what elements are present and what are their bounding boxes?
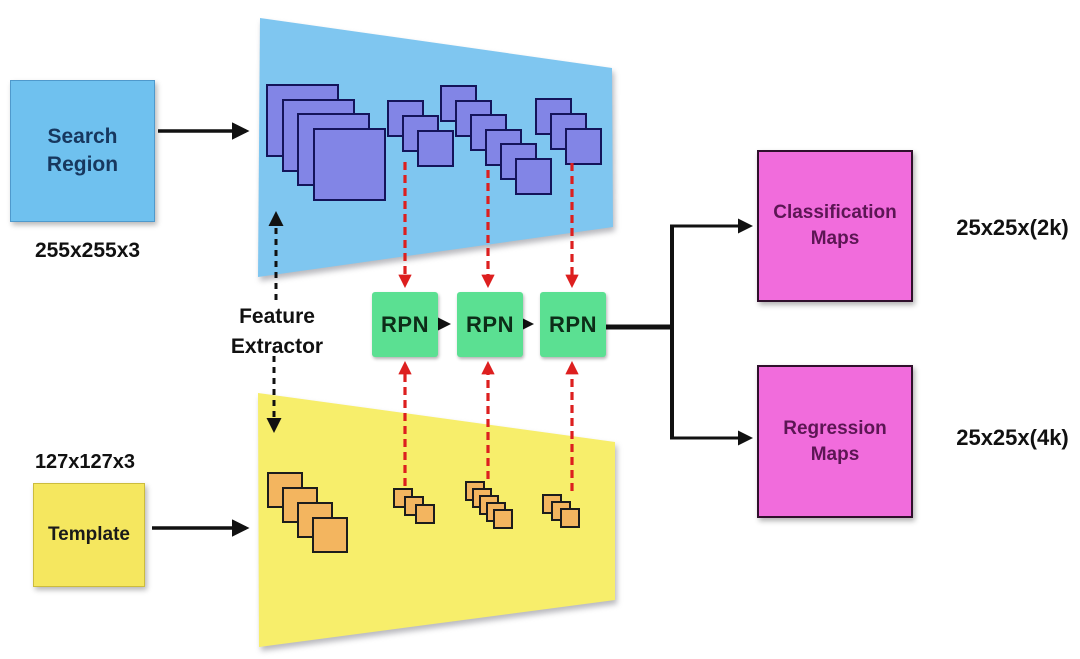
template-backbone-trapezoid (254, 389, 620, 651)
classification-maps-box: Classification Maps (757, 150, 913, 302)
classification-dims-label: 25x25x(2k) (956, 215, 1069, 240)
search-backbone-shape (258, 18, 613, 277)
feature-extractor-label: Feature Extractor (230, 305, 324, 358)
rpn-label-2: RPN (466, 311, 514, 337)
rpn-label-1: RPN (381, 311, 429, 337)
regression-maps-box: Regression Maps (757, 365, 913, 518)
regression-dims-label: 25x25x(4k) (956, 425, 1069, 450)
search-backbone-trapezoid (254, 14, 616, 282)
template-label: Template (47, 524, 130, 545)
classification-maps-label: Classification Maps (773, 202, 897, 249)
rpn-box-2: RPN (457, 292, 523, 357)
search-region-box: Search Region (10, 80, 155, 222)
rpn-box-3: RPN (540, 292, 606, 357)
template-box: Template (33, 483, 145, 587)
rpn-box-1: RPN (372, 292, 438, 357)
template-dims-label: 127x127x3 (34, 451, 136, 473)
search-region-dims-label: 255x255x3 (34, 239, 141, 262)
template-backbone-shape (258, 393, 615, 647)
regression-maps-label: Regression Maps (783, 417, 887, 465)
search-region-label: Search Region (46, 125, 119, 176)
rpn-label-3: RPN (549, 311, 597, 337)
